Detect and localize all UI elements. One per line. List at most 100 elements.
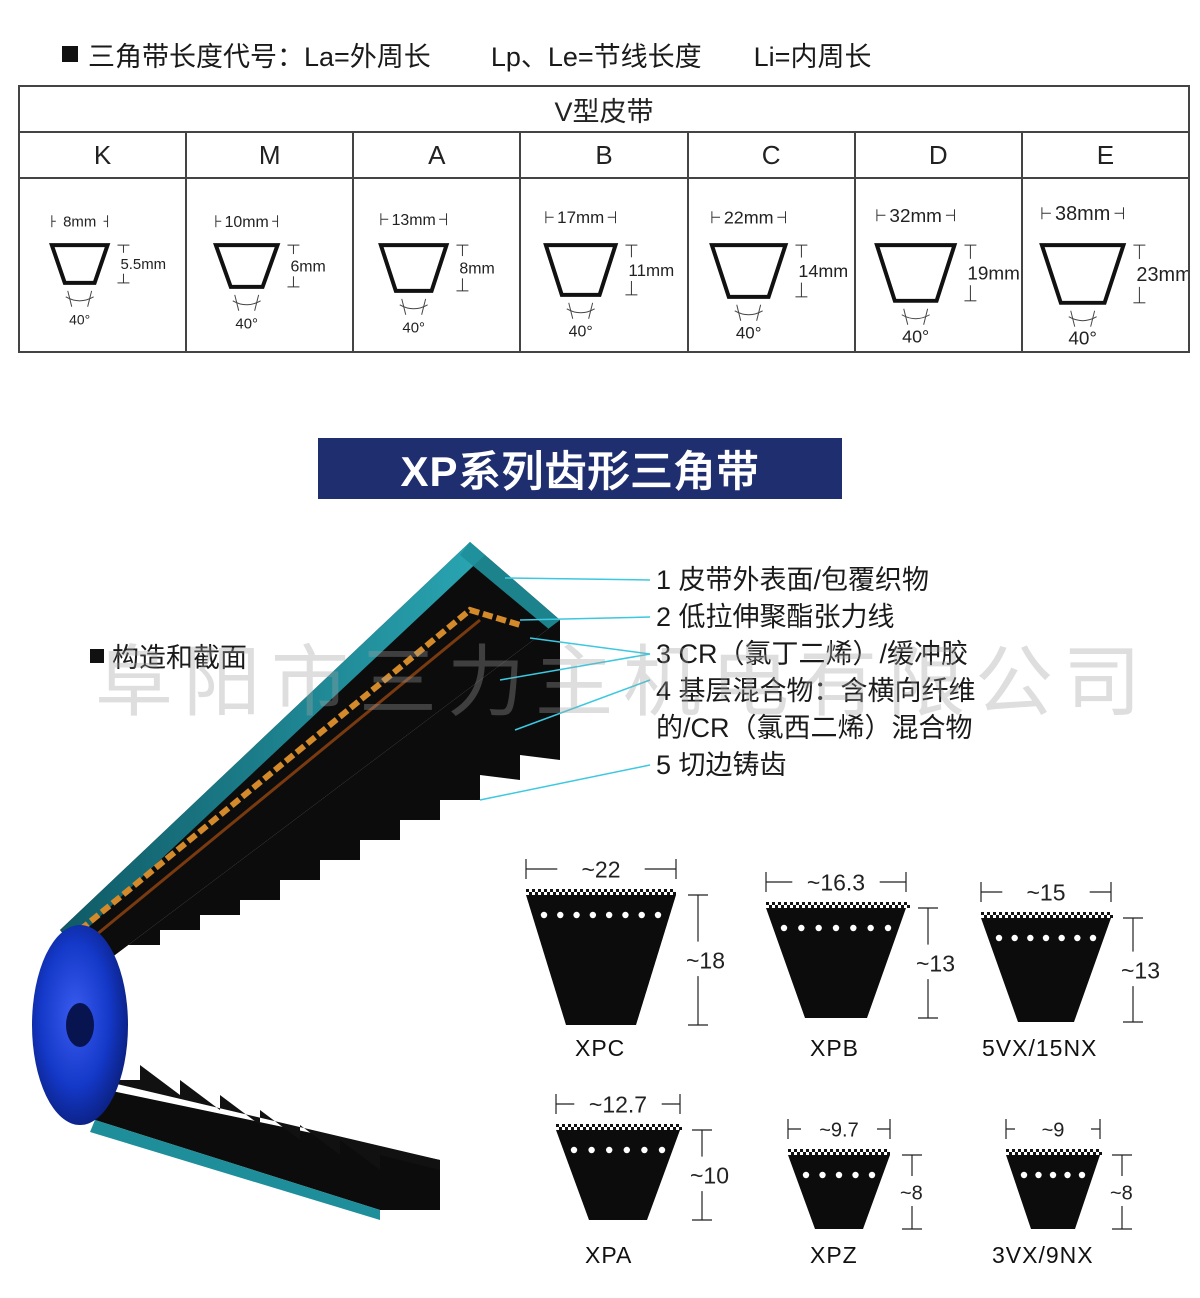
tension-cord — [78, 606, 521, 933]
fabric-texture — [1072, 1149, 1075, 1152]
fabric-texture — [1075, 1152, 1078, 1155]
fabric-texture — [866, 1149, 869, 1152]
label-background — [557, 855, 645, 884]
fabric-texture — [872, 1149, 875, 1152]
cog-teeth-upper — [95, 620, 560, 970]
tension-cord-dot — [1020, 1171, 1028, 1179]
tension-cord-dot — [1089, 934, 1097, 942]
fabric-texture — [836, 1149, 839, 1152]
fabric-texture — [799, 905, 802, 908]
fabric-texture — [835, 905, 838, 908]
fabric-texture — [637, 892, 640, 895]
fabric-texture — [827, 1152, 830, 1155]
fabric-texture — [1009, 1152, 1012, 1155]
v-belt-trapezoid — [708, 243, 788, 299]
fabric-texture — [616, 1124, 619, 1127]
fabric-texture — [1023, 912, 1026, 915]
fabric-texture — [1078, 1149, 1081, 1152]
fabric-texture — [895, 905, 898, 908]
tension-cord-dot — [658, 1146, 666, 1154]
fabric-texture — [787, 905, 790, 908]
fabric-texture — [670, 889, 673, 892]
fabric-texture — [1093, 1152, 1096, 1155]
fabric-texture — [601, 892, 604, 895]
label-background — [55, 210, 104, 231]
fabric-texture — [869, 1152, 872, 1155]
fabric-texture — [676, 1124, 679, 1127]
pulley-hub — [66, 1003, 94, 1047]
fabric-texture — [562, 889, 565, 892]
fabric-texture — [993, 912, 996, 915]
angle-label: 40° — [735, 324, 761, 343]
fabric-texture — [655, 1127, 658, 1130]
tension-cord-dot — [605, 911, 613, 919]
callout-item: 3 CR（氯丁二烯）/缓冲胶 — [656, 639, 969, 669]
fabric-texture — [1083, 912, 1086, 915]
xp-section-figure: ~16.3 ~13 — [760, 868, 1010, 1038]
label-background — [574, 1090, 662, 1119]
belt-structure-illustration — [32, 542, 651, 1220]
legend-lp: Lp、Le=节线长度 — [490, 41, 702, 72]
tension-cord-dot — [622, 911, 629, 919]
label-background — [1015, 1115, 1091, 1142]
fabric-texture — [874, 902, 877, 905]
fabric-texture — [1038, 915, 1041, 918]
fabric-texture — [583, 892, 586, 895]
fabric-texture — [1042, 1149, 1045, 1152]
angle-label: 40° — [236, 316, 259, 333]
height-label: 14mm — [798, 261, 848, 281]
fabric-texture — [1086, 915, 1089, 918]
fabric-texture — [1089, 912, 1092, 915]
tension-cord-dot — [1011, 934, 1018, 942]
xp-belt-trapezoid — [788, 1155, 890, 1229]
xp-height-label: ~13 — [916, 951, 955, 977]
angle-arc — [232, 300, 262, 306]
fabric-texture — [1011, 912, 1014, 915]
xp-section-figure: ~22~18 — [520, 855, 780, 1045]
column-header: B — [521, 133, 689, 177]
tension-cord-dot — [1042, 934, 1050, 942]
height-label: 23mm — [1136, 264, 1188, 286]
fabric-texture — [667, 892, 670, 895]
fabric-texture — [875, 1152, 878, 1155]
label-background — [388, 208, 440, 229]
xp-width-label: ~15 — [1026, 880, 1065, 906]
fabric-texture — [622, 1124, 625, 1127]
fabric-texture — [1071, 912, 1074, 915]
structure-section-title: 构造和截面 — [90, 636, 247, 675]
fabric-texture — [814, 902, 817, 905]
length-code-legend: 三角带长度代号：La=外周长 Lp、Le=节线长度 Li=内周长 — [62, 34, 871, 74]
fabric-texture — [857, 1152, 860, 1155]
xp-series-banner: XP系列齿形三角带 — [318, 438, 842, 499]
fabric-texture — [824, 1149, 827, 1152]
fabric-texture — [661, 892, 664, 895]
fabric-texture — [634, 1124, 637, 1127]
fabric-texture — [592, 1124, 595, 1127]
fabric-texture — [577, 1127, 580, 1130]
xp-height-label: ~10 — [690, 1163, 729, 1189]
fabric-texture — [1096, 1149, 1099, 1152]
fabric-texture — [559, 892, 562, 895]
label-background — [1119, 951, 1179, 987]
callout-item: 5 切边铸齿 — [656, 750, 787, 780]
fabric-texture — [1035, 912, 1038, 915]
tension-cord-dot — [867, 924, 874, 932]
fabric-texture — [526, 889, 529, 892]
tension-cord-dot — [589, 911, 597, 919]
fabric-texture — [574, 889, 577, 892]
fabric-texture — [1021, 1152, 1024, 1155]
fabric-texture — [850, 902, 853, 905]
fabric-texture — [848, 1149, 851, 1152]
fabric-texture — [532, 889, 535, 892]
fabric-texture — [802, 902, 805, 905]
fabric-texture — [1015, 1152, 1018, 1155]
xp-width-label: ~16.3 — [807, 870, 865, 896]
fabric-texture — [1080, 915, 1083, 918]
fabric-texture — [854, 1149, 857, 1152]
tension-cord-dot — [1027, 934, 1034, 942]
fabric-texture — [821, 1152, 824, 1155]
width-label: 22mm — [723, 208, 773, 228]
